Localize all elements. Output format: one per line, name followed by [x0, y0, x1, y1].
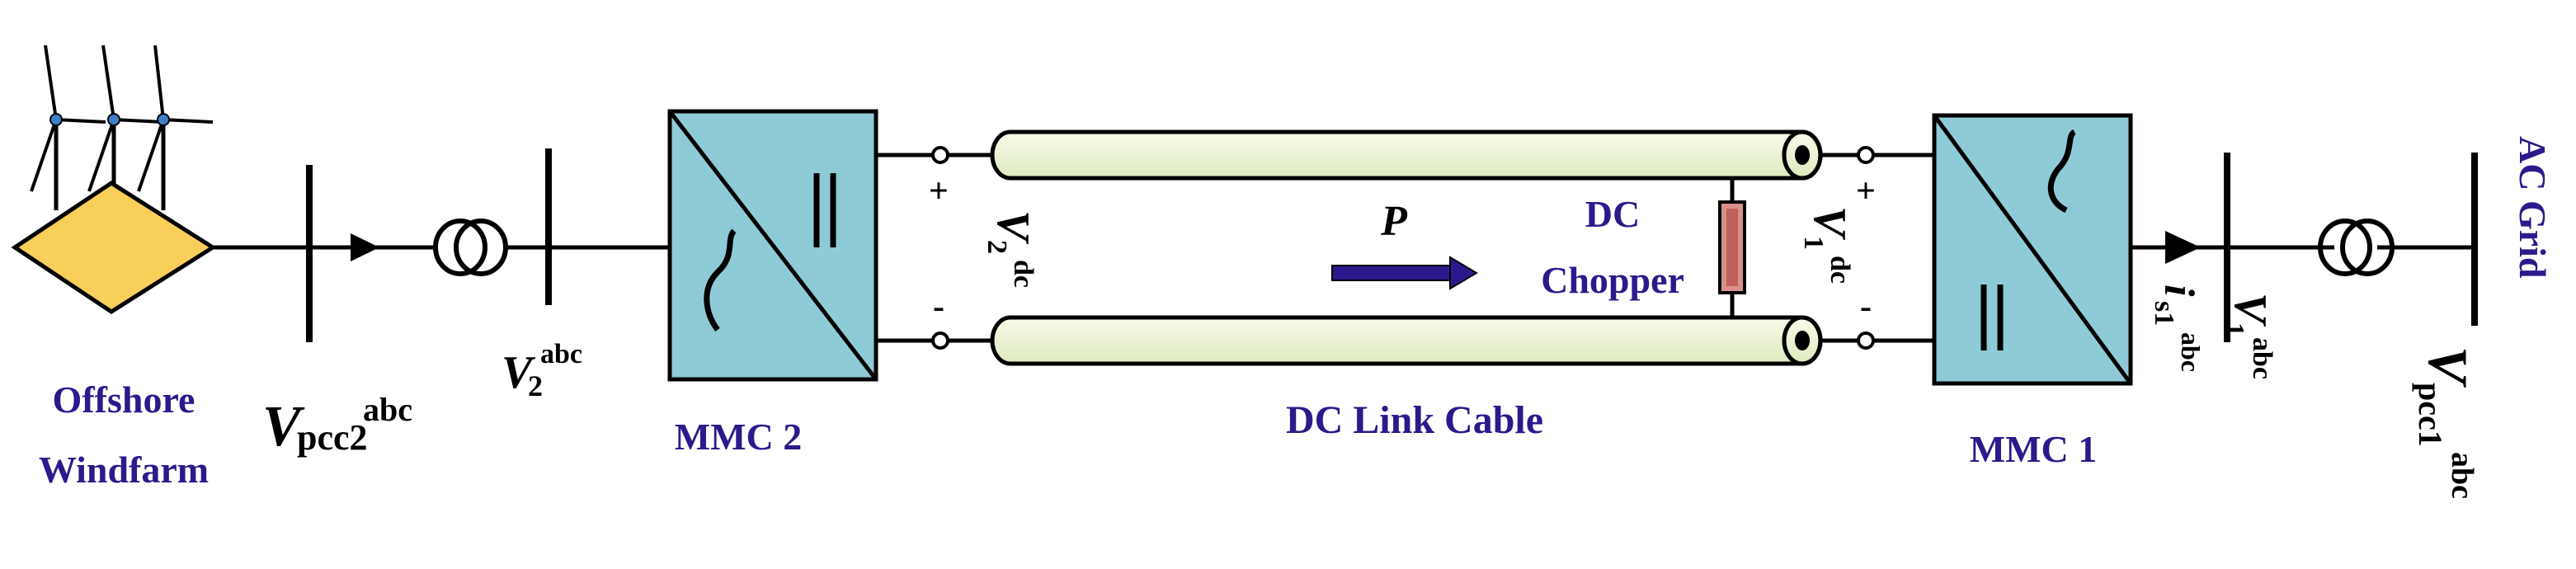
- v2abc-subscript: 2: [528, 369, 543, 402]
- vpcc1-symbol: V: [2417, 346, 2479, 388]
- v2abc-label: V 2 abc: [502, 339, 582, 402]
- v1dc-minus: -: [1860, 288, 1872, 326]
- v2abc-symbol: V: [502, 347, 536, 398]
- v2dc-subscript: 2: [982, 240, 1012, 254]
- chopper-label-line2: Chopper: [1541, 259, 1684, 301]
- resistor-core: [1726, 209, 1738, 286]
- transformer-icon: [2318, 219, 2395, 276]
- dc-terminal: [931, 146, 949, 164]
- mmc2-converter: [667, 109, 878, 382]
- cable-label: DC Link Cable: [1286, 398, 1543, 442]
- v2dc-plus: +: [929, 172, 949, 210]
- windfarm-label-line1: Offshore: [53, 379, 195, 421]
- v1abc-label: V 1 abc: [2219, 293, 2277, 379]
- vpcc2-label: V pcc2 abc: [262, 391, 412, 458]
- v1abc-subscript: 1: [2219, 322, 2249, 336]
- v1dc-subscript: 1: [1798, 236, 1829, 250]
- windfarm-label-line2: Windfarm: [39, 449, 209, 491]
- vpcc2-symbol: V: [262, 395, 305, 458]
- vpcc1-superscript: abc: [2445, 452, 2479, 499]
- vpcc2-superscript: abc: [363, 391, 412, 428]
- v2dc-label: V 2 dc: [982, 210, 1038, 288]
- vpcc2-subscript: pcc2: [297, 417, 368, 458]
- v1dc-plus: +: [1856, 172, 1876, 210]
- is1-subscript: s1: [2149, 301, 2179, 326]
- dc-terminal: [1857, 146, 1875, 164]
- vpcc1-subscript: pcc1: [2412, 383, 2449, 447]
- mmc1-label: MMC 1: [1970, 428, 2098, 470]
- mmc1-converter: [1932, 113, 2133, 386]
- wind-turbine-icon: [30, 45, 106, 192]
- power-flow-arrow: [1331, 256, 1478, 290]
- wind-turbine-icon: [87, 45, 164, 192]
- chopper-label-line1: DC: [1585, 193, 1640, 235]
- v1dc-symbol: V: [1804, 206, 1855, 241]
- is1-symbol: i: [2155, 284, 2202, 297]
- dc-cable-positive: [990, 129, 1823, 181]
- dc-terminal: [931, 332, 949, 350]
- dc-terminal: [1857, 332, 1875, 350]
- v2dc-minus: -: [933, 288, 944, 326]
- power-label: P: [1380, 198, 1408, 245]
- transformer-icon: [433, 219, 508, 276]
- windfarm-icon: [11, 181, 217, 314]
- v1dc-superscript: dc: [1825, 256, 1855, 284]
- v2dc-superscript: dc: [1008, 260, 1038, 288]
- wind-turbine-icon: [137, 45, 214, 192]
- offshore-windfarm: Offshore Windfarm: [11, 45, 217, 491]
- arrow-right-icon: [2165, 231, 2201, 264]
- v1dc-label: V 1 dc: [1798, 206, 1855, 284]
- v1abc-symbol: V: [2225, 293, 2276, 327]
- ac-grid-label: AC Grid: [2512, 136, 2554, 279]
- v1abc-superscript: abc: [2247, 337, 2277, 379]
- v2dc-symbol: V: [987, 210, 1038, 245]
- is1-label: i s1 abc: [2149, 284, 2206, 372]
- vpcc1-label: V pcc1 abc: [2412, 346, 2479, 499]
- v2abc-superscript: abc: [540, 339, 582, 369]
- mmc2-label: MMC 2: [675, 416, 803, 458]
- is1-superscript: abc: [2176, 332, 2206, 372]
- arrow-right-icon: [351, 233, 379, 261]
- dc-cable-negative: [990, 315, 1823, 366]
